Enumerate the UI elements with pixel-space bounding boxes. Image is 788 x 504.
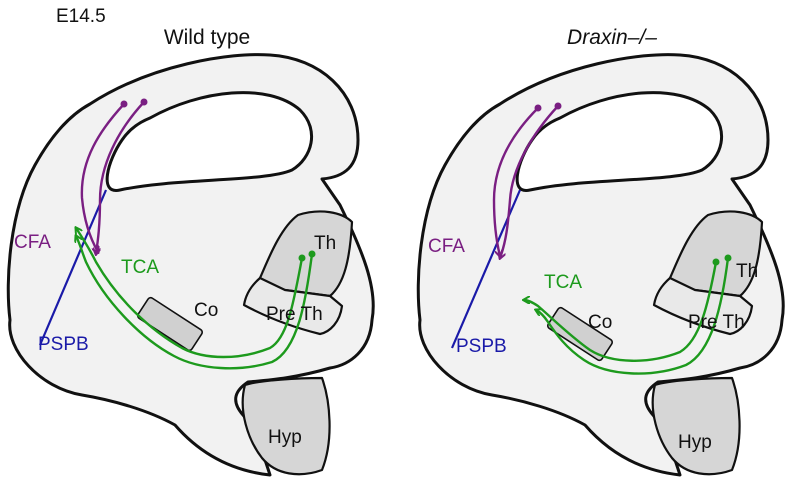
brain-section-outline <box>6 53 375 477</box>
tca-axon-2 <box>536 256 730 375</box>
label-co: Co <box>588 312 612 333</box>
cfa-axon-1 <box>492 106 540 256</box>
tca-axon-1 <box>524 260 718 362</box>
cfa-origin-dot-1 <box>534 104 542 112</box>
label-th: Th <box>736 261 758 282</box>
label-co: Co <box>194 300 218 321</box>
panel-title-wild-type: Wild type <box>164 26 250 49</box>
label-preth: Pre Th <box>688 312 745 333</box>
label-tca: TCA <box>544 272 582 293</box>
pspb-boundary-line <box>38 189 108 346</box>
panel-wild-type: Wild type Th Pre Th Co Hyp CFA TCA PSPB <box>6 26 375 477</box>
cfa-axon-2 <box>500 104 560 258</box>
label-cfa: CFA <box>14 232 51 253</box>
stage-label: E14.5 <box>56 6 106 27</box>
panel-title-draxin: Draxin–/– <box>567 26 657 49</box>
tca-origin-dot-1 <box>298 254 306 262</box>
tca-axon-2 <box>76 236 314 370</box>
label-th: Th <box>314 233 336 254</box>
cfa-axon-2 <box>96 100 146 254</box>
tca-origin-dot-2 <box>724 254 732 262</box>
tca-axon-1 <box>76 228 304 359</box>
label-preth: Pre Th <box>266 304 323 325</box>
cfa-origin-dot-1 <box>120 100 128 108</box>
label-hyp: Hyp <box>678 432 712 453</box>
tca-origin-dot-2 <box>308 250 316 258</box>
label-pspb: PSPB <box>38 334 89 355</box>
label-tca: TCA <box>121 257 159 278</box>
label-pspb: PSPB <box>456 336 507 357</box>
prethalamus-region <box>652 276 754 336</box>
label-hyp: Hyp <box>268 427 302 448</box>
corridor-region <box>546 306 614 362</box>
tca-origin-dot-1 <box>712 258 720 266</box>
cfa-origin-dot-2 <box>140 98 148 106</box>
label-cfa: CFA <box>428 236 465 257</box>
cfa-origin-dot-2 <box>554 102 562 110</box>
hypothalamus-region <box>651 376 741 476</box>
panel-draxin-ko: Draxin–/– Th Pre Th Co Hyp CFA TCA PSPB <box>416 26 785 477</box>
corridor-region <box>136 296 204 352</box>
hypothalamus-region <box>241 376 331 476</box>
cfa-axon-1 <box>80 102 126 252</box>
